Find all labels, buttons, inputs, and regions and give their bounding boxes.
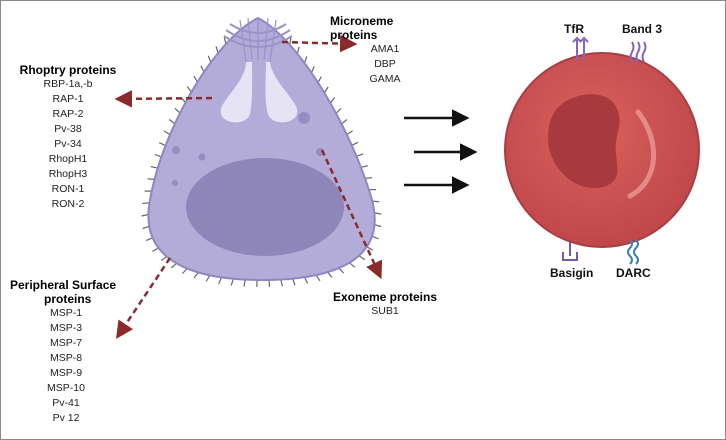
surface-spike [335,107,342,114]
surface-spike [303,276,309,284]
rhoptry-item: RON-2 [51,198,85,210]
rhoptry-item: RAP-2 [52,108,84,120]
surface-spike [315,274,321,282]
surface-spike [230,278,234,286]
exoneme-group: Exoneme proteins SUB1 [330,290,440,319]
rhoptry-item: RAP-1 [52,93,84,105]
rhoptry-title: Rhoptry proteins [19,63,117,77]
surface-spike [243,279,246,287]
surface-spike [147,178,155,181]
surface-spike [205,274,211,282]
rhoptry-item: Pv-34 [54,138,82,150]
peripheral-item: MSP-1 [49,307,83,319]
band3-receptor-icon [629,41,647,63]
tfr-receptor-icon [572,36,589,60]
peripheral-title-line1: Peripheral Surface [10,278,117,292]
surface-spike [371,235,379,240]
peripheral-item: Pv-41 [52,397,80,409]
rhoptry-item: RhopH1 [48,153,88,165]
surface-spike [154,153,162,158]
dense-granules [172,112,324,186]
microneme-group: Microneme proteins AMA1 DBP GAMA [330,14,440,87]
peripheral-item: MSP-3 [49,322,83,334]
exoneme-title: Exoneme proteins [332,290,438,304]
surface-spike [193,75,198,83]
surface-spike [170,262,177,269]
peripheral-arrow [116,257,172,339]
peripheral-item: MSP-10 [47,382,85,394]
surface-spike [327,271,333,278]
surface-spike [292,278,296,286]
surface-spike [280,279,283,287]
rhoptry-arrow [114,90,213,108]
surface-spike [338,267,345,274]
darc-receptor-icon [627,239,639,265]
surface-spike [329,97,336,104]
surface-spike [349,262,356,268]
surface-spike [174,107,181,114]
peripheral-item: MSP-9 [49,367,83,379]
rbc-center-depression [548,94,620,189]
surface-spike [360,165,368,168]
rbc-highlight [627,109,657,199]
surface-spike [160,256,168,262]
surface-spike [145,237,153,242]
rhoptry-item: RBP-1a,-b [43,78,93,90]
surface-spike [142,202,150,205]
surface-spike [141,213,149,217]
surface-spike [358,255,366,261]
surface-spike [323,86,329,94]
microneme-arrow [281,34,358,53]
nucleus [186,158,344,256]
surface-spike [374,224,382,228]
basigin-receptor-icon [562,242,578,261]
surface-spike [372,200,380,203]
surface-spike [317,76,322,83]
darc-label: DARC [616,266,651,280]
surface-spike [158,142,166,147]
peripheral-title-line2: proteins [44,292,92,306]
surface-spike [181,268,188,275]
surface-spike [218,277,223,284]
surface-spike [163,130,171,136]
microneme-item: GAMA [369,73,401,85]
exoneme-arrow [320,149,383,280]
surface-spike [364,177,373,180]
rhoptry-group: Rhoptry proteins RBP-1a,-b RAP-1 RAP-2 P… [18,63,118,212]
tfr-label: TfR [564,22,584,36]
rhoptry-right [265,62,298,123]
surface-spike [374,212,382,215]
exoneme-item: SUB1 [371,305,399,317]
basigin-label: Basigin [550,266,594,280]
band3-label: Band 3 [622,22,663,36]
peripheral-item: MSP-7 [49,337,83,349]
surface-spike [152,247,159,252]
rhoptry-item: RON-1 [51,183,85,195]
peripheral-item: MSP-8 [49,352,83,364]
microneme-item: AMA1 [370,43,400,55]
rhoptry-item: Pv-38 [54,123,82,135]
microneme-item: DBP [374,58,396,70]
rhoptry-left [220,62,253,123]
peripheral-group: Peripheral Surface proteins MSP-1 MSP-3 … [6,278,126,426]
surface-spike [150,166,158,169]
surface-spike [142,225,150,230]
surface-spike [268,279,271,287]
surface-spike [193,272,199,279]
peripheral-item: Pv 12 [52,412,80,424]
apical-lines [239,17,277,63]
rhoptry-item: RhopH3 [48,168,88,180]
surface-spike [366,246,374,251]
surface-spike [186,86,192,93]
microneme-title: Microneme proteins [330,14,394,42]
surface-spike [168,119,176,125]
